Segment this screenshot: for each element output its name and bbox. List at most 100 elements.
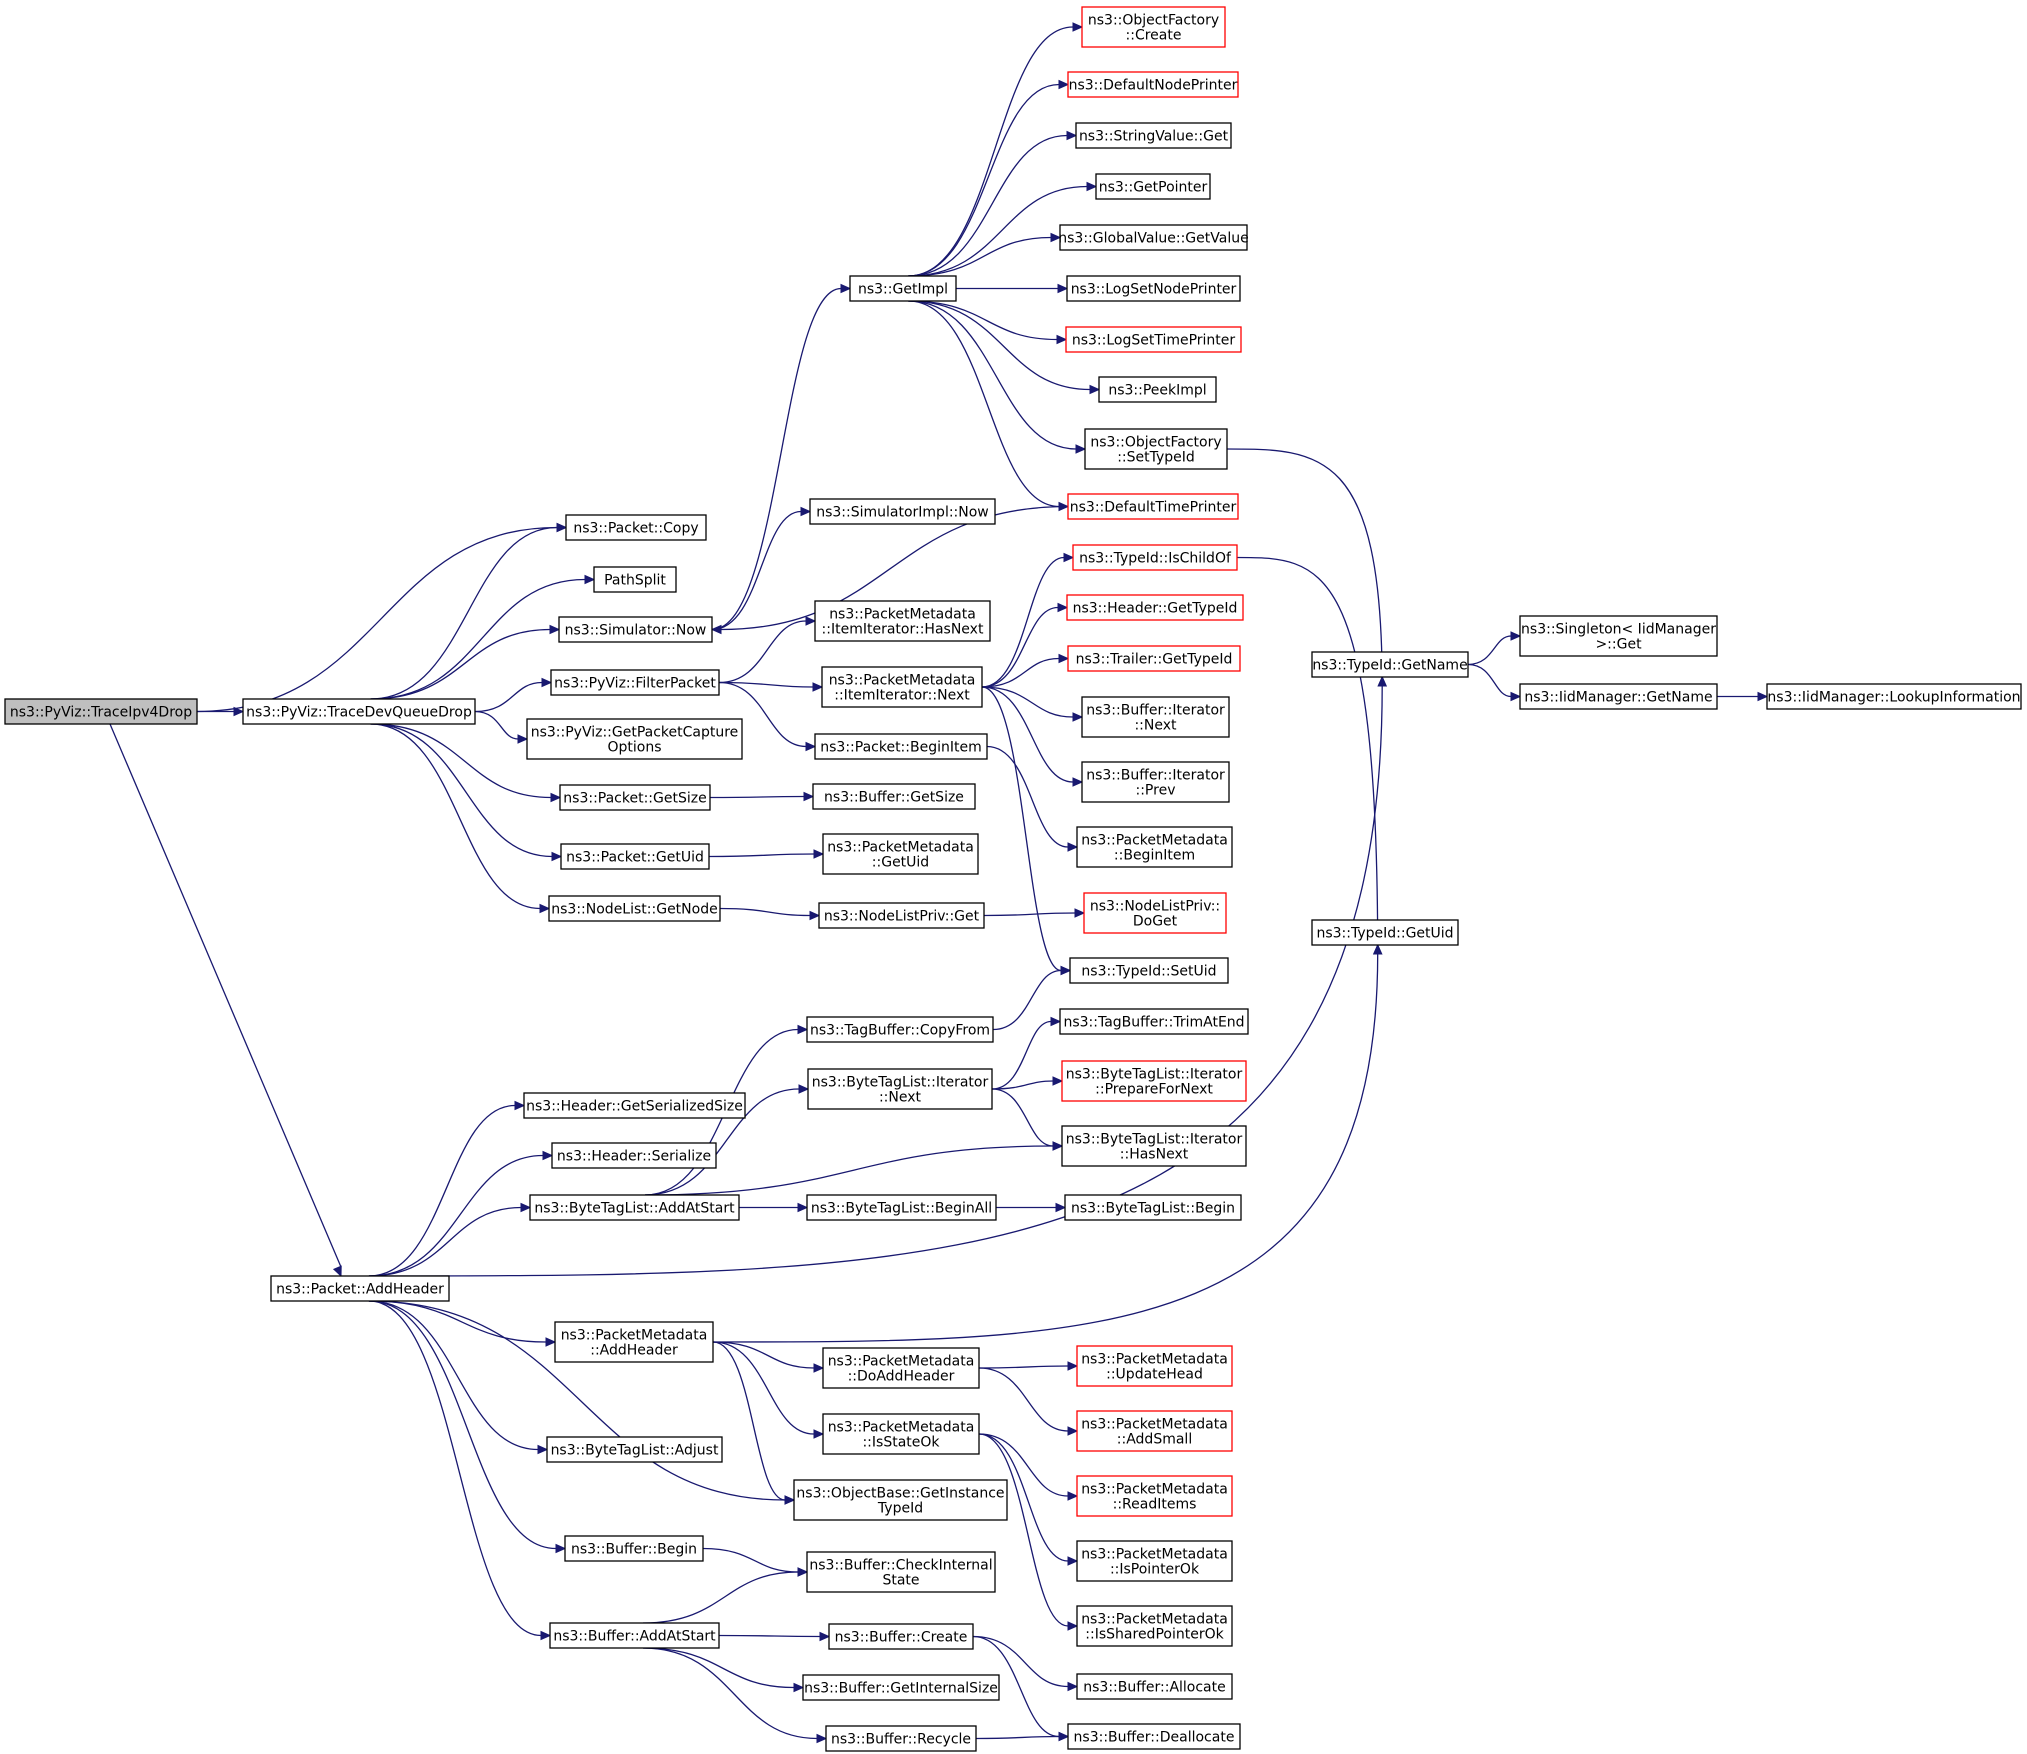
- node-pmgetuid[interactable]: ns3::PacketMetadata::GetUid: [822, 833, 979, 875]
- node-logsettime[interactable]: ns3::LogSetTimePrinter: [1065, 326, 1242, 353]
- node-box[interactable]: [242, 698, 476, 725]
- node-iidgetname[interactable]: ns3::IidManager::GetName: [1519, 683, 1718, 710]
- node-btlitnext[interactable]: ns3::ByteTagList::Iterator::Next: [807, 1068, 993, 1110]
- node-tdqd[interactable]: ns3::PyViz::TraceDevQueueDrop: [242, 698, 476, 725]
- node-tidischild[interactable]: ns3::TypeId::IsChildOf: [1072, 544, 1238, 571]
- node-box[interactable]: [1065, 326, 1242, 353]
- node-box[interactable]: [1061, 1060, 1247, 1102]
- node-trlgettypeid[interactable]: ns3::Trailer::GetTypeId: [1067, 645, 1241, 672]
- node-pmhasnext[interactable]: ns3::PacketMetadata::ItemIterator::HasNe…: [814, 600, 991, 642]
- node-iidlookup[interactable]: ns3::IidManager::LookupInformation: [1766, 683, 2022, 710]
- node-peekimpl[interactable]: ns3::PeekImpl: [1098, 376, 1217, 403]
- node-defnodeprinter[interactable]: ns3::DefaultNodePrinter: [1067, 71, 1239, 98]
- node-pmaddsmall[interactable]: ns3::PacketMetadata::AddSmall: [1076, 1410, 1233, 1452]
- node-box[interactable]: [559, 784, 711, 811]
- node-pmisshptrok[interactable]: ns3::PacketMetadata::IsSharedPointerOk: [1076, 1605, 1233, 1647]
- node-box[interactable]: [822, 1413, 980, 1455]
- node-box[interactable]: [806, 1551, 996, 1593]
- node-box[interactable]: [1059, 224, 1248, 251]
- node-simnow[interactable]: ns3::Simulator::Now: [558, 616, 713, 643]
- node-box[interactable]: [821, 666, 983, 708]
- node-box[interactable]: [549, 1622, 720, 1649]
- node-tbtrimatend[interactable]: ns3::TagBuffer::TrimAtEnd: [1059, 1008, 1249, 1035]
- node-bdealloc[interactable]: ns3::Buffer::Deallocate: [1067, 1723, 1241, 1750]
- node-box[interactable]: [1766, 683, 2022, 710]
- node-box[interactable]: [814, 600, 991, 642]
- node-root[interactable]: ns3::PyViz::TraceIpv4Drop: [4, 698, 198, 725]
- node-addheader[interactable]: ns3::Packet::AddHeader: [270, 1275, 450, 1302]
- node-pcopy[interactable]: ns3::Packet::Copy: [565, 514, 707, 541]
- node-box[interactable]: [546, 1436, 723, 1463]
- node-box[interactable]: [523, 1092, 746, 1119]
- node-btlithasnext[interactable]: ns3::ByteTagList::Iterator::HasNext: [1061, 1125, 1247, 1167]
- node-box[interactable]: [1083, 892, 1227, 934]
- node-box[interactable]: [565, 514, 707, 541]
- node-singletonget[interactable]: ns3::Singleton< IidManager>::Get: [1519, 615, 1718, 657]
- node-strvalget[interactable]: ns3::StringValue::Get: [1075, 122, 1232, 149]
- node-box[interactable]: [1519, 615, 1718, 657]
- node-btlbeginall[interactable]: ns3::ByteTagList::BeginAll: [806, 1194, 997, 1221]
- node-hdrgettypeid[interactable]: ns3::Header::GetTypeId: [1066, 594, 1244, 621]
- node-pmisptrok[interactable]: ns3::PacketMetadata::IsPointerOk: [1076, 1540, 1233, 1582]
- node-bgetintsize[interactable]: ns3::Buffer::GetInternalSize: [802, 1674, 1000, 1701]
- node-nlgetnode[interactable]: ns3::NodeList::GetNode: [548, 895, 721, 922]
- node-getpointer[interactable]: ns3::GetPointer: [1095, 173, 1211, 200]
- node-getimpl[interactable]: ns3::GetImpl: [849, 275, 957, 302]
- node-deftimeprinter[interactable]: ns3::DefaultTimePrinter: [1067, 493, 1239, 520]
- node-box[interactable]: [554, 1321, 714, 1363]
- node-btladjust[interactable]: ns3::ByteTagList::Adjust: [546, 1436, 723, 1463]
- node-pmdoaddheader[interactable]: ns3::PacketMetadata::DoAddHeader: [822, 1347, 980, 1389]
- node-box[interactable]: [1059, 1008, 1249, 1035]
- node-box[interactable]: [526, 718, 743, 760]
- node-box[interactable]: [806, 1016, 994, 1043]
- node-pmisstateok[interactable]: ns3::PacketMetadata::IsStateOk: [822, 1413, 980, 1455]
- node-box[interactable]: [1076, 1410, 1233, 1452]
- node-box[interactable]: [1081, 761, 1230, 803]
- node-box[interactable]: [1076, 1475, 1233, 1517]
- node-box[interactable]: [1076, 1605, 1233, 1647]
- node-box[interactable]: [1072, 544, 1238, 571]
- node-box[interactable]: [1066, 275, 1241, 302]
- node-bcreate[interactable]: ns3::Buffer::Create: [828, 1623, 974, 1650]
- node-nlpdoget[interactable]: ns3::NodeListPriv::DoGet: [1083, 892, 1227, 934]
- node-ofcreate[interactable]: ns3::ObjectFactory::Create: [1081, 6, 1226, 48]
- node-box[interactable]: [1064, 1194, 1242, 1221]
- node-box[interactable]: [806, 1194, 997, 1221]
- node-box[interactable]: [1076, 1540, 1233, 1582]
- node-pmbeginitem[interactable]: ns3::PacketMetadata::BeginItem: [1076, 826, 1233, 868]
- node-box[interactable]: [4, 698, 198, 725]
- node-ballocate[interactable]: ns3::Buffer::Allocate: [1076, 1673, 1233, 1700]
- node-box[interactable]: [1067, 493, 1239, 520]
- node-pbeginitem[interactable]: ns3::Packet::BeginItem: [814, 733, 988, 760]
- node-simimplnow[interactable]: ns3::SimulatorImpl::Now: [809, 498, 996, 525]
- node-pgetuid[interactable]: ns3::Packet::GetUid: [560, 843, 710, 870]
- node-box[interactable]: [818, 902, 985, 929]
- node-bitprev[interactable]: ns3::Buffer::Iterator::Prev: [1081, 761, 1230, 803]
- node-box[interactable]: [1081, 6, 1226, 48]
- node-box[interactable]: [593, 566, 677, 593]
- node-tbcopyfrom[interactable]: ns3::TagBuffer::CopyFrom: [806, 1016, 994, 1043]
- node-box[interactable]: [1066, 594, 1244, 621]
- node-box[interactable]: [822, 1347, 980, 1389]
- node-box[interactable]: [1076, 1673, 1233, 1700]
- node-pathsplit[interactable]: PathSplit: [593, 566, 677, 593]
- node-box[interactable]: [270, 1275, 450, 1302]
- node-box[interactable]: [548, 895, 721, 922]
- node-bitnext[interactable]: ns3::Buffer::Iterator::Next: [1081, 696, 1230, 738]
- node-bgetsize[interactable]: ns3::Buffer::GetSize: [812, 783, 976, 810]
- node-box[interactable]: [1061, 1125, 1247, 1167]
- node-box[interactable]: [822, 833, 979, 875]
- node-brecycle[interactable]: ns3::Buffer::Recycle: [825, 1725, 977, 1752]
- node-bbegin[interactable]: ns3::Buffer::Begin: [564, 1535, 704, 1562]
- node-box[interactable]: [1084, 428, 1228, 470]
- node-baddatstart[interactable]: ns3::Buffer::AddAtStart: [549, 1622, 720, 1649]
- node-hdrser[interactable]: ns3::Header::Serialize: [551, 1142, 717, 1169]
- node-pmupdatehead[interactable]: ns3::PacketMetadata::UpdateHead: [1076, 1345, 1233, 1387]
- node-box[interactable]: [1519, 683, 1718, 710]
- node-box[interactable]: [809, 498, 996, 525]
- node-filterpkt[interactable]: ns3::PyViz::FilterPacket: [550, 669, 720, 696]
- node-box[interactable]: [1067, 71, 1239, 98]
